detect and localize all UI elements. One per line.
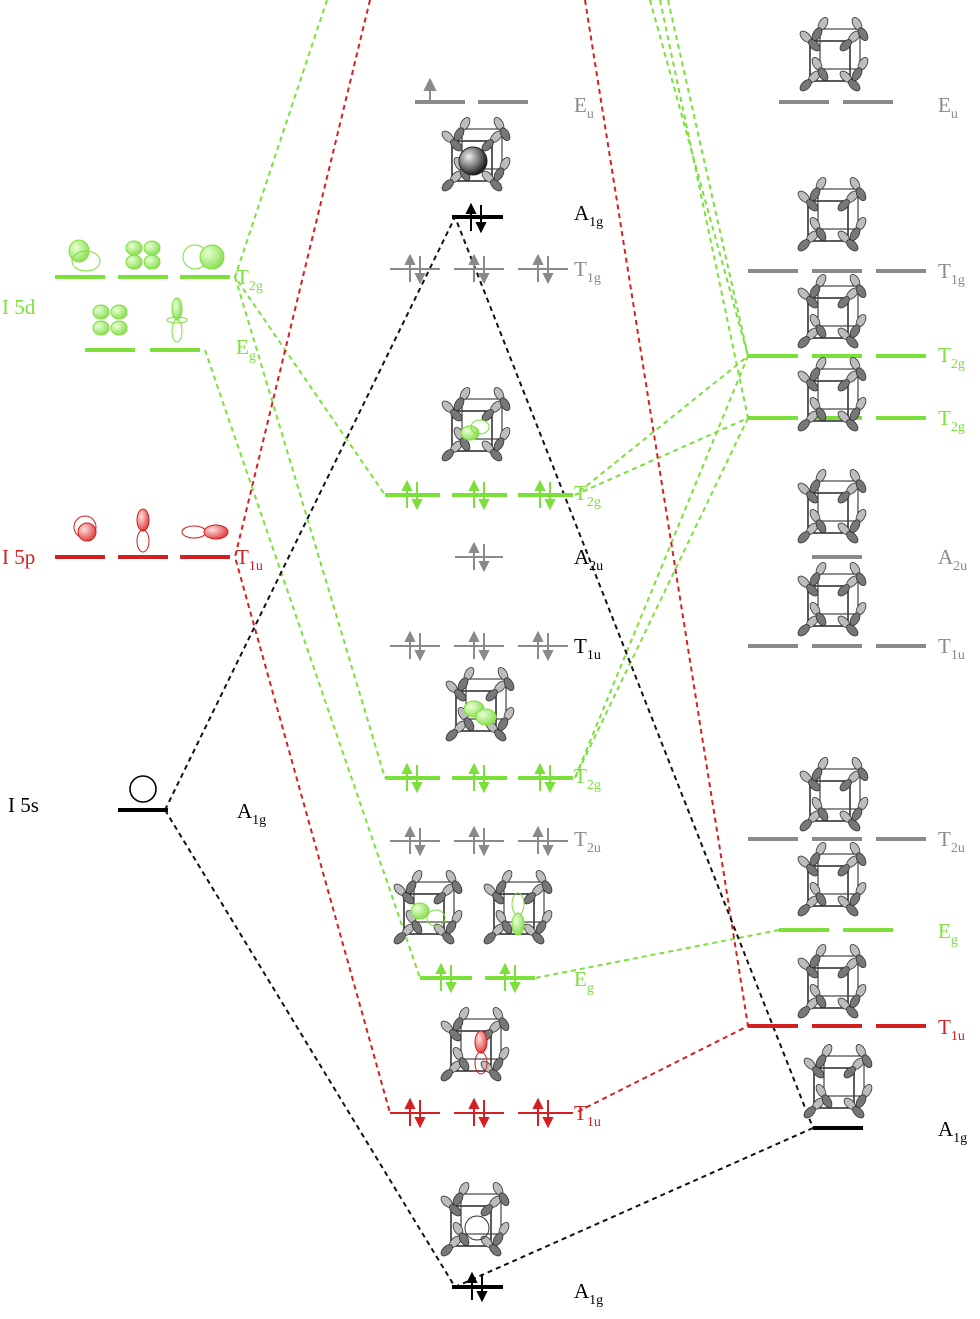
- p-orbital-icons: [73, 508, 229, 553]
- right-t2g-lower-label: T2g: [938, 406, 965, 435]
- right-eg-label: Eg: [938, 919, 958, 948]
- center-t2g-upper-label: T2g: [574, 481, 601, 510]
- right-t1u-lower-label: T1u: [938, 1015, 965, 1044]
- center-t1u-mid-label: T1u: [574, 634, 601, 663]
- i5d-levels: [55, 239, 230, 352]
- center-orbital-icons: [392, 116, 554, 1258]
- i5d-t2g-label: T2g: [236, 265, 263, 294]
- i5p-title: I 5p: [2, 545, 35, 569]
- i5p-t1u-label: T1u: [236, 545, 263, 574]
- center-eg-label: Eg: [574, 967, 594, 996]
- i5p-levels: [55, 508, 230, 559]
- i5s-a1g-label: A1g: [237, 799, 266, 828]
- right-orbital-icons: [796, 16, 874, 1120]
- i5s-level: [118, 775, 168, 812]
- center-a2u-label: A2u: [574, 545, 603, 574]
- center-eu-label: Eu: [574, 93, 594, 122]
- right-a2u-label: A2u: [938, 545, 967, 574]
- right-t1u-upper-label: T1u: [938, 634, 965, 663]
- right-a1g-label: A1g: [938, 1117, 967, 1146]
- right-t2g-upper-label: T2g: [938, 343, 965, 372]
- center-levels: [385, 77, 573, 1301]
- right-levels: [748, 100, 926, 1130]
- right-t2u-label: T2u: [938, 827, 965, 856]
- center-t1g-label: T1g: [574, 257, 601, 286]
- center-t1u-low-label: T1u: [574, 1101, 601, 1130]
- d-orbital-icons: [68, 239, 225, 343]
- s-orbital-icon: [129, 775, 157, 803]
- center-a1g-top-label: A1g: [574, 201, 603, 230]
- correlation-lines: [164, 0, 814, 1289]
- i5d-eg-label: Eg: [236, 335, 256, 364]
- i5s-title: I 5s: [8, 793, 39, 817]
- center-t2g-lower-label: T2g: [574, 764, 601, 793]
- center-a1g-bottom-label: A1g: [574, 1279, 603, 1308]
- right-eu-label: Eu: [938, 93, 958, 122]
- center-t2u-label: T2u: [574, 827, 601, 856]
- i5d-title: I 5d: [2, 295, 36, 319]
- right-t1g-label: T1g: [938, 259, 965, 288]
